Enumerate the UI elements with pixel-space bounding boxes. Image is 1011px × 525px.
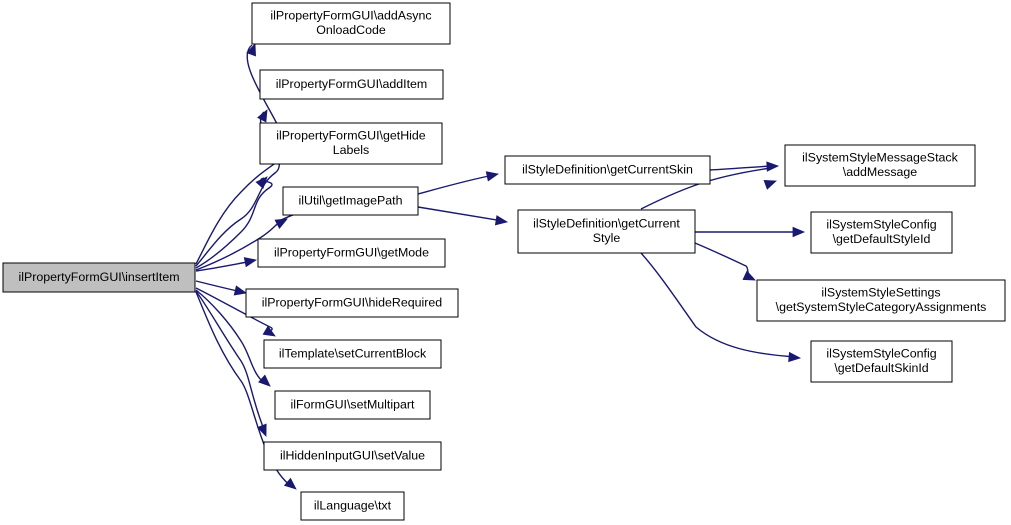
arrow-head-icon — [788, 351, 802, 363]
node-box[interactable] — [259, 122, 443, 165]
node-hideRequired[interactable]: ilPropertyFormGUI\hideRequired — [245, 288, 459, 318]
node-label: ilTemplate\setCurrentBlock — [279, 346, 427, 360]
edge-getImagePath-to-getCurrentSkin — [417, 171, 500, 195]
node-txt[interactable]: ilLanguage\txt — [300, 491, 405, 521]
edge-getCurrentStyle-to-addMessage — [640, 167, 777, 210]
arrow-head-icon — [283, 477, 297, 490]
arrow-head-icon — [246, 43, 256, 57]
node-getDefaultStyleId[interactable]: ilSystemStyleConfig\getDefaultStyleId — [810, 211, 953, 254]
edge-getCurrentSkin-to-addMessage — [709, 161, 780, 172]
arrow-head-icon — [257, 109, 268, 123]
arrow-head-icon — [274, 218, 288, 229]
node-addItem[interactable]: ilPropertyFormGUI\addItem — [259, 69, 444, 100]
node-addMessage[interactable]: ilSystemStyleMessageStack\addMessage — [784, 144, 976, 187]
node-box[interactable] — [274, 390, 431, 420]
arrow-head-icon — [255, 176, 268, 189]
node-box[interactable] — [810, 340, 953, 383]
node-label: ilStyleDefinition\getCurrentSkin — [522, 162, 693, 176]
node-box[interactable] — [2, 262, 196, 293]
node-label: ilLanguage\txt — [314, 498, 392, 512]
node-getImagePath[interactable]: ilUtil\getImagePath — [282, 186, 419, 216]
node-box[interactable] — [504, 155, 711, 185]
node-label: ilStyleDefinition\getCurrent — [533, 216, 680, 230]
node-label: ilSystemStyleConfig — [826, 217, 936, 231]
node-setCurrentBlock[interactable]: ilTemplate\setCurrentBlock — [263, 339, 442, 369]
node-label: \getDefaultSkinId — [834, 361, 928, 375]
edges-layer — [195, 43, 806, 490]
node-label: Labels — [333, 143, 370, 157]
edge-insertItem-to-setCurrentBlock — [195, 287, 276, 337]
arrow-head-icon — [256, 423, 267, 437]
node-label: \getSystemStyleCategoryAssignments — [776, 300, 987, 314]
arrow-head-icon — [792, 226, 806, 238]
arrow-head-icon — [262, 325, 276, 337]
node-box[interactable] — [251, 2, 451, 45]
node-getSystemStyleCategoryAssignments[interactable]: ilSystemStyleSettings\getSystemStyleCate… — [756, 279, 1006, 322]
edge-insertItem-to-setValue — [195, 290, 267, 437]
edge-insertItem-to-getHideLabels — [195, 176, 273, 269]
node-box[interactable] — [245, 288, 459, 318]
edge-insertItem-to-hideRequired — [195, 280, 248, 296]
node-label: ilHiddenInputGUI\setValue — [280, 448, 425, 462]
arrow-head-icon — [766, 161, 780, 172]
arrow-head-icon — [243, 257, 258, 268]
node-box[interactable] — [263, 339, 442, 369]
node-label: ilFormGUI\setMultipart — [291, 397, 415, 411]
node-getMode[interactable]: ilPropertyFormGUI\getMode — [257, 238, 446, 268]
node-box[interactable] — [282, 186, 419, 216]
node-label: ilPropertyFormGUI\insertItem — [18, 270, 179, 284]
node-label: \getDefaultStyleId — [833, 232, 931, 246]
edge-insertItem-to-addAsyncOnloadCode — [195, 43, 288, 265]
node-getCurrentSkin[interactable]: ilStyleDefinition\getCurrentSkin — [504, 155, 711, 185]
node-label: ilPropertyFormGUI\addItem — [276, 77, 427, 91]
node-label: ilPropertyFormGUI\getMode — [274, 245, 429, 259]
arrow-head-icon — [485, 171, 500, 182]
edge-getCurrentStyle-to-getDefaultSkinId — [640, 252, 802, 363]
node-box[interactable] — [517, 209, 696, 254]
node-label: ilSystemStyleConfig — [826, 346, 936, 360]
node-box[interactable] — [756, 279, 1006, 322]
node-label: OnloadCode — [316, 23, 386, 37]
node-label: ilPropertyFormGUI\hideRequired — [262, 295, 443, 309]
node-box[interactable] — [263, 441, 442, 471]
arrow-head-icon — [258, 374, 271, 387]
edge-insertItem-to-getMode — [195, 257, 258, 272]
arrow-head-icon — [742, 270, 756, 281]
node-box[interactable] — [257, 238, 446, 268]
edge-insertItem-to-setMultipart — [195, 289, 271, 387]
node-box[interactable] — [300, 491, 405, 521]
node-box[interactable] — [810, 211, 953, 254]
node-label: ilSystemStyleSettings — [821, 285, 940, 299]
arrow-head-icon — [494, 215, 509, 226]
node-setValue[interactable]: ilHiddenInputGUI\setValue — [263, 441, 442, 471]
node-box[interactable] — [259, 69, 444, 100]
node-label: ilPropertyFormGUI\addAsync — [270, 8, 431, 22]
node-box[interactable] — [784, 144, 976, 187]
node-label: Style — [593, 231, 621, 245]
node-label: \addMessage — [843, 165, 918, 179]
edge-insertItem-to-getImagePath — [195, 213, 295, 271]
edge-getCurrentStyle-to-getDefaultStyleId — [694, 226, 806, 238]
node-label: ilPropertyFormGUI\getHide — [276, 128, 426, 142]
node-setMultipart[interactable]: ilFormGUI\setMultipart — [274, 390, 431, 420]
arrow-head-icon — [233, 285, 248, 296]
node-label: ilSystemStyleMessageStack — [802, 150, 958, 164]
node-getDefaultSkinId[interactable]: ilSystemStyleConfig\getDefaultSkinId — [810, 340, 953, 383]
node-insertItem[interactable]: ilPropertyFormGUI\insertItem — [2, 262, 196, 293]
arrow-head-icon — [763, 180, 777, 190]
edge-getCurrentStyle-to-getSystemStyleCategoryAssignments — [694, 242, 756, 281]
edge-getImagePath-to-getCurrentStyle — [417, 206, 509, 226]
node-label: ilUtil\getImagePath — [299, 193, 403, 207]
